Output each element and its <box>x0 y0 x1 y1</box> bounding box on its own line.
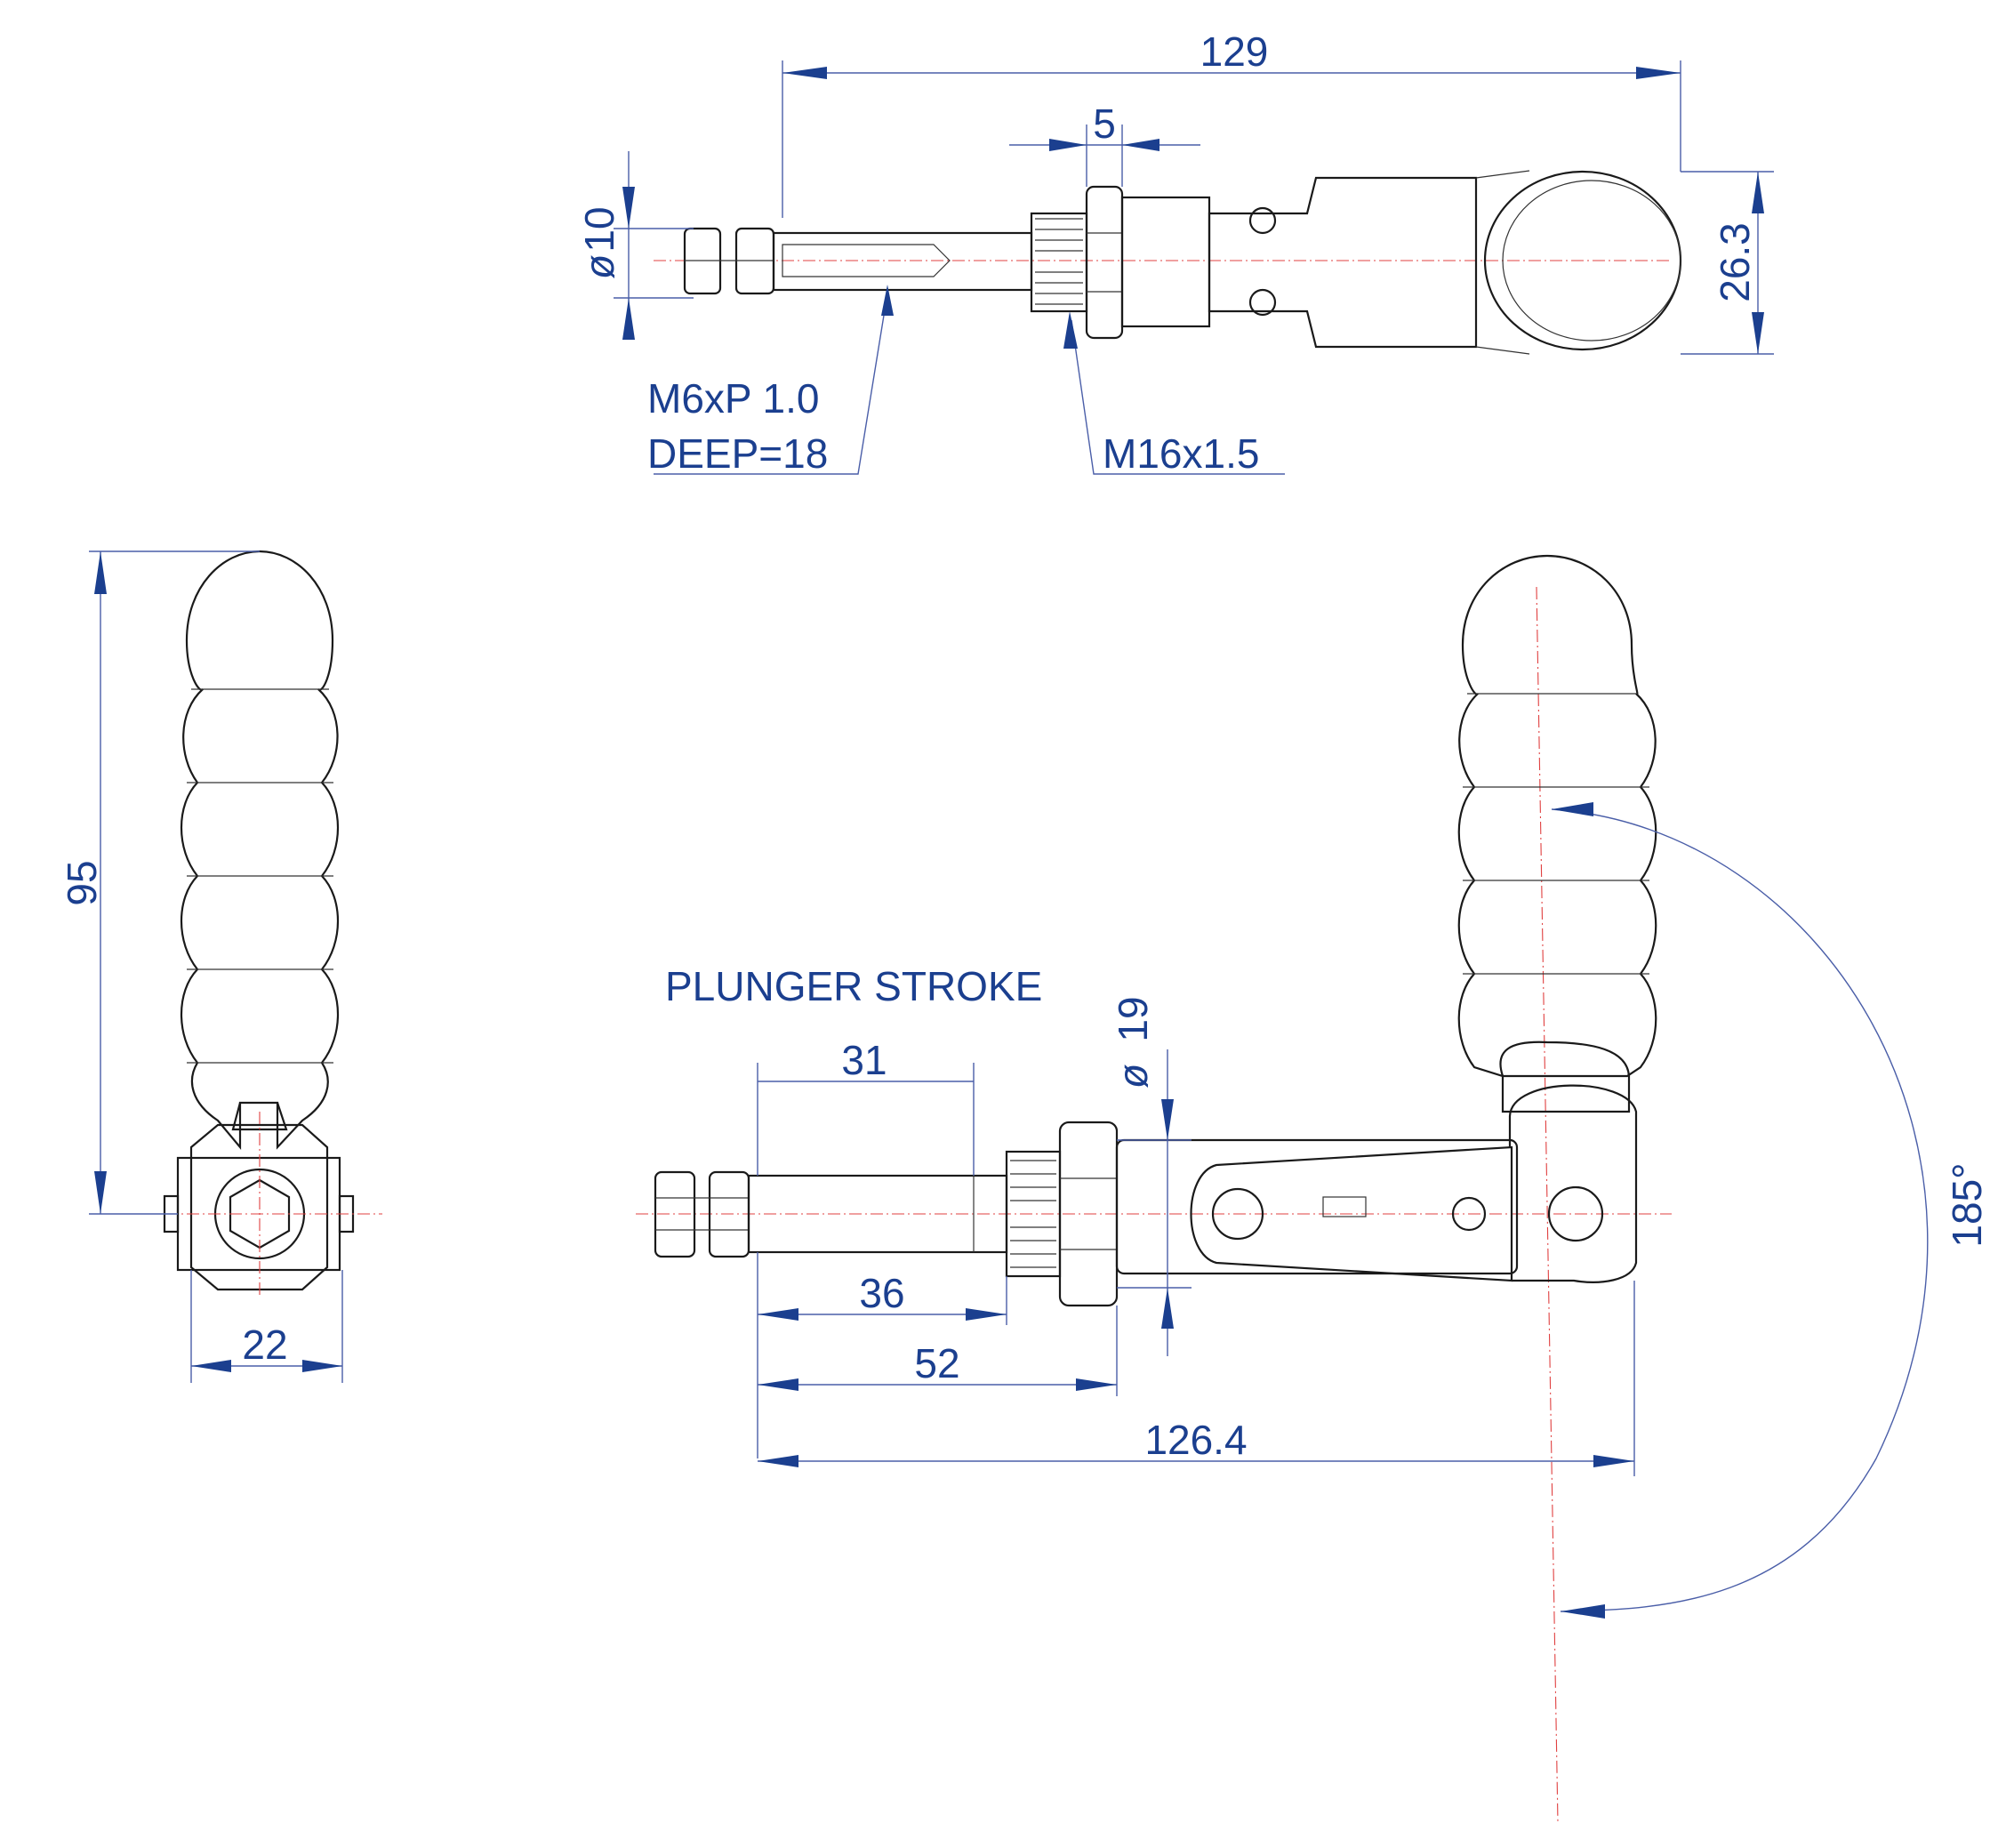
dim-width: 22 <box>242 1322 287 1368</box>
side-pivot-2 <box>1451 1196 1487 1232</box>
diameter-symbol-side: ø <box>1110 1064 1156 1089</box>
dim-body-to-nut: 52 <box>914 1340 959 1386</box>
end-view <box>123 550 382 1298</box>
end-body <box>189 1123 329 1291</box>
top-linkage <box>1208 176 1478 349</box>
dim-total-length: 126.4 <box>1144 1417 1247 1463</box>
top-threaded-body <box>1030 212 1088 313</box>
side-body <box>1115 1138 1519 1275</box>
top-view <box>654 170 1682 355</box>
side-pivot-3 <box>1547 1185 1604 1242</box>
plunger-stroke-label: PLUNGER STROKE <box>665 963 1042 1009</box>
end-dimensions: 95 22 <box>59 550 343 1383</box>
side-dimensions: PLUNGER STROKE 31 ø 19 36 52 <box>665 802 1990 1619</box>
side-handle-grip <box>1457 554 1657 1078</box>
side-link-plate <box>1190 1145 1513 1282</box>
dim-thread-diameter: 19 <box>1110 996 1156 1041</box>
end-handle-grip <box>180 550 340 1151</box>
thread-plunger-line1: M6xP 1.0 <box>647 375 819 422</box>
dim-handle-rotation: 185° <box>1944 1162 1990 1247</box>
top-dimensions: 129 5 ø 10 26.3 M6xP 1.0 DEEP=1 <box>576 28 1774 477</box>
side-handle-bracket <box>1508 1084 1638 1283</box>
side-pivot-1 <box>1211 1187 1264 1241</box>
dim-height: 26.3 <box>1712 222 1758 302</box>
top-body-block <box>1120 196 1211 328</box>
dim-handle-height: 95 <box>59 860 105 905</box>
side-plunger-nut-1 <box>654 1170 696 1258</box>
rotation-arc <box>1551 808 1929 1612</box>
diameter-symbol-top: ø <box>576 254 622 279</box>
dim-stroke: 31 <box>841 1037 887 1083</box>
side-handle-collar <box>1499 1041 1631 1113</box>
dim-overall-length: 129 <box>1200 28 1269 75</box>
top-hex-nut <box>1085 185 1124 340</box>
dim-nut-thickness: 5 <box>1093 100 1116 147</box>
thread-body: M16x1.5 <box>1103 430 1259 477</box>
dim-plunger-diameter: 10 <box>576 206 622 252</box>
dim-plunger-length: 36 <box>859 1270 904 1316</box>
thread-plunger-line2: DEEP=18 <box>647 430 828 477</box>
top-plunger-rod <box>772 231 1033 292</box>
side-view <box>636 554 1672 1824</box>
